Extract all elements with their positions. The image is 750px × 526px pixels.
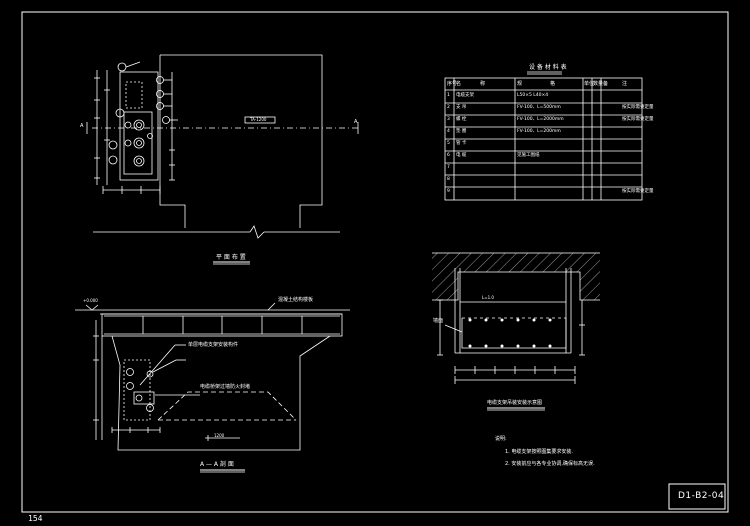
table-cell: 按实际需要定量 <box>622 189 654 194</box>
table-cell: 9 <box>447 189 450 194</box>
table-cell: 管 卡 <box>456 141 467 146</box>
table-cell: L50×5 L40×4 <box>517 93 549 98</box>
drawing-code: D1-B2-04 <box>678 491 725 501</box>
table-cell: 电缆支架 <box>456 93 474 98</box>
table-header-cell: 称 <box>480 81 486 87</box>
detail-view <box>432 252 600 411</box>
table-header-cell: 注 <box>622 81 628 87</box>
plan-view-title: 平 面 布 置 <box>216 254 246 261</box>
section-mark-right: A <box>354 119 358 125</box>
table-cell: 6 <box>447 153 450 158</box>
table-cell: 8 <box>447 177 450 182</box>
table-cell: FV-100、L=200mm <box>517 129 561 134</box>
table-cell: 见施工图纸 <box>517 153 540 158</box>
notes-line-1: 1. 电缆支架按照图集要求安装. <box>505 449 573 455</box>
notes-heading: 说明: <box>495 436 507 442</box>
table-header-cell: 序号 <box>447 81 458 87</box>
plan-tag-label: TA-1200 <box>250 117 267 122</box>
section-level-label: +0.000 <box>83 298 98 303</box>
table-cell: 按实际需要定量 <box>622 105 654 110</box>
table-header-cell: 数量 <box>593 81 604 87</box>
section-view <box>75 302 350 473</box>
section-note-slab: 混凝土结构楼板 <box>278 297 314 303</box>
table-cell: FV-100、L=500mm <box>517 105 561 110</box>
table-cell: 支 吊 <box>456 105 467 110</box>
detail-view-title: 电缆支架吊装安装示意图 <box>487 400 543 406</box>
table-cell: 5 <box>447 141 450 146</box>
notes-line-2: 2. 安装前应与各专业协调,确保标高无误. <box>505 461 595 467</box>
table-cell: 2 <box>447 105 450 110</box>
table-cell: 1 <box>447 93 450 98</box>
section-note-2: 电缆桥架过墙防火封堵 <box>200 384 251 390</box>
table-cell: 7 <box>447 165 450 170</box>
table-cell: 电 缆 <box>456 153 467 158</box>
section-dim-label: 1200 <box>214 433 225 438</box>
section-note-1: 单层电缆支架安装构件 <box>188 342 239 348</box>
table-header-cell: 名 <box>456 81 462 87</box>
section-mark-left: A <box>80 123 84 129</box>
detail-dim-label: L=1.0 <box>482 295 494 300</box>
table-cell: 4 <box>447 129 450 134</box>
materials-table-grid <box>444 71 643 201</box>
table-header-cell: 格 <box>550 81 556 87</box>
title-block-frame <box>668 483 726 510</box>
materials-table-title: 设 备 材 料 表 <box>529 64 567 71</box>
table-cell: 按实际需要定量 <box>622 117 654 122</box>
detail-side-label: 墙面 <box>433 318 444 324</box>
sheet-border <box>21 11 729 513</box>
table-cell: 垫 圈 <box>456 129 467 134</box>
table-cell: 3 <box>447 117 450 122</box>
table-header-cell: 规 <box>517 81 523 87</box>
table-cell: 螺 栓 <box>456 117 467 122</box>
table-cell: FV-100、L=2000mm <box>517 117 564 122</box>
section-view-title: A — A 剖 面 <box>200 461 234 468</box>
page-number: 154 <box>28 514 43 523</box>
table-header-cell: 备 <box>603 81 609 87</box>
table-header-cell: 单位 <box>584 81 595 87</box>
plan-view <box>86 54 360 265</box>
